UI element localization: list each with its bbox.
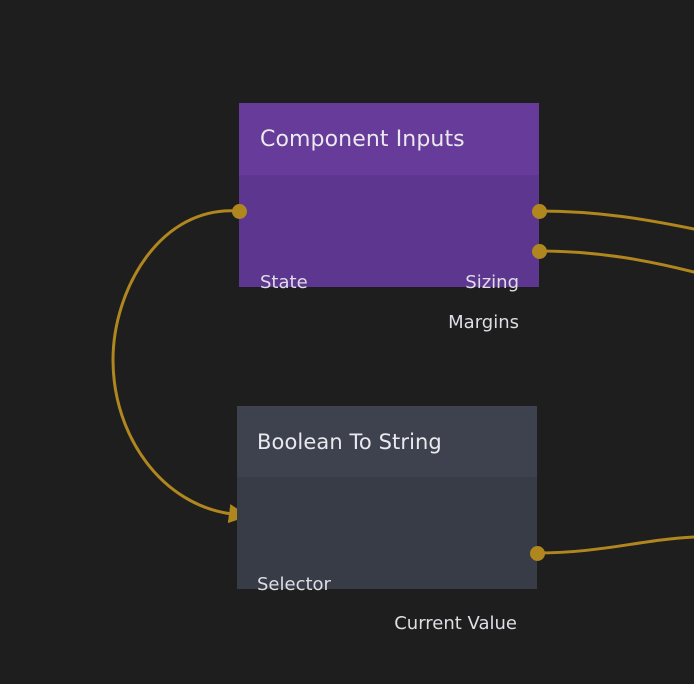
port-label-selector: Selector (257, 574, 331, 595)
wire-current-value-out[interactable] (535, 535, 694, 555)
port-current-value[interactable] (529, 545, 545, 561)
port-row-margins[interactable]: Margins (448, 310, 519, 336)
port-label-sizing: Sizing (465, 272, 519, 293)
node-component-inputs[interactable]: Component Inputs State Sizing Margins (239, 103, 539, 332)
port-row-sizing[interactable]: Sizing (465, 270, 519, 296)
wire-sizing-out[interactable] (537, 209, 694, 231)
node-body-component-inputs: State Sizing Margins (239, 175, 539, 332)
node-header-component-inputs[interactable]: Component Inputs (239, 103, 539, 175)
port-state[interactable] (231, 203, 247, 219)
port-margins[interactable] (531, 243, 547, 259)
port-row-current-value[interactable]: Current Value (394, 611, 517, 637)
port-row-state[interactable]: State (260, 270, 308, 296)
node-header-boolean-to-string[interactable]: Boolean To String (237, 406, 537, 477)
wire-state-to-selector[interactable] (111, 209, 249, 524)
port-label-state: State (260, 272, 308, 293)
node-body-boolean-to-string: Selector Current Value (237, 477, 537, 633)
port-sizing[interactable] (531, 203, 547, 219)
node-boolean-to-string[interactable]: Boolean To String Selector Current Value (237, 406, 537, 633)
wire-margins-out[interactable] (537, 249, 694, 274)
port-row-selector[interactable]: Selector (257, 572, 331, 598)
node-title: Component Inputs (260, 126, 465, 152)
port-label-current-value: Current Value (394, 613, 517, 634)
port-label-margins: Margins (448, 312, 519, 333)
node-title: Boolean To String (257, 429, 442, 454)
